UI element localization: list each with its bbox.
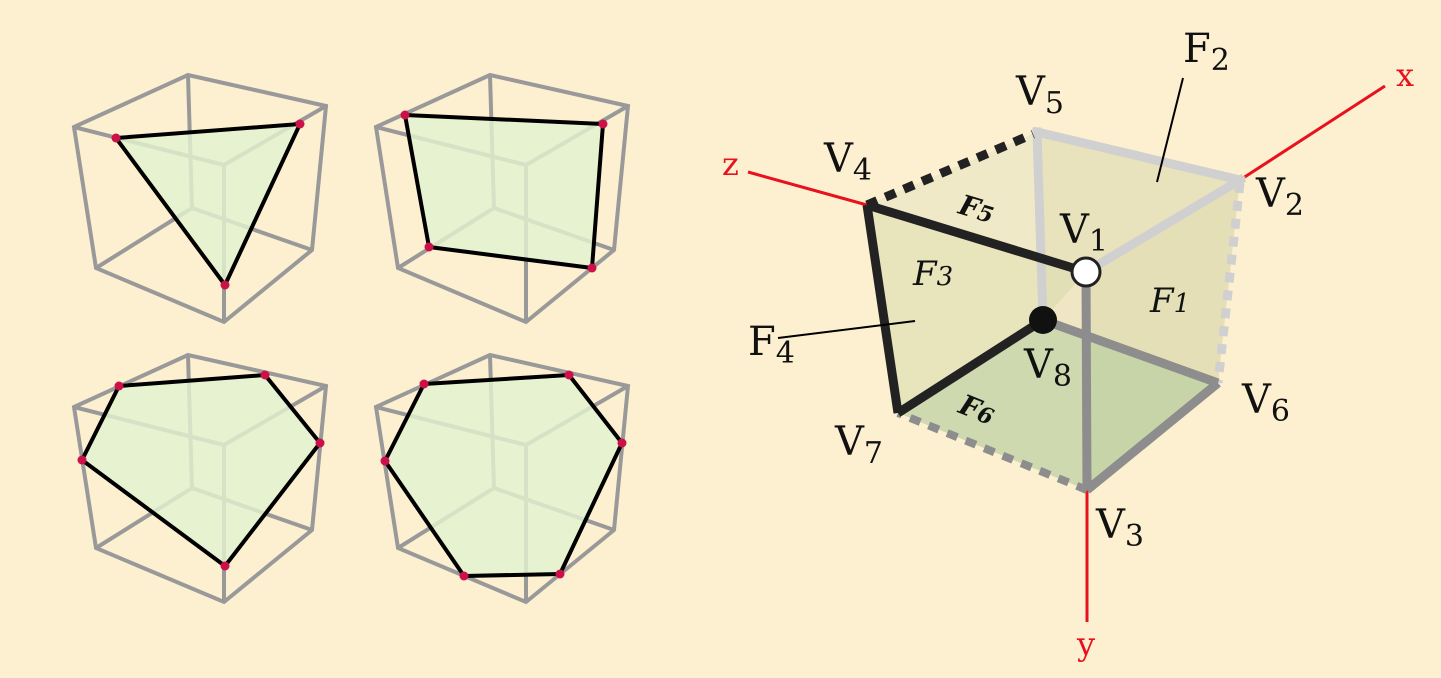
y-axis-label: y: [1076, 625, 1095, 663]
cube-triangle-section: [71, 72, 329, 325]
section-point: [400, 110, 410, 120]
vertex-label-v4: V4: [823, 136, 872, 188]
pentagon-section: [80, 373, 322, 568]
vertex-label-v6: V6: [1241, 377, 1290, 429]
vertex-label-v3: V3: [1095, 502, 1144, 554]
section-point: [295, 119, 305, 129]
section-point: [380, 456, 390, 466]
vertex-v1-marker: [1070, 256, 1102, 288]
x-axis-label: x: [1396, 56, 1414, 94]
face-label-f1: F1: [1149, 281, 1190, 321]
cube-pentagon-section: [71, 352, 329, 605]
section-point: [114, 381, 124, 391]
face-label-f4: F4: [748, 319, 795, 371]
section-point: [424, 242, 434, 252]
quadrilateral-section: [403, 113, 605, 270]
face-label-f3: F3: [912, 254, 953, 294]
section-point: [598, 119, 608, 129]
section-point: [111, 133, 121, 143]
vertex-v8-marker: [1029, 306, 1057, 334]
section-point: [315, 438, 325, 448]
section-point: [419, 379, 429, 389]
z-axis-label: z: [722, 145, 739, 183]
vertex-label-v5: V5: [1015, 69, 1064, 121]
section-point: [77, 455, 87, 465]
vertex-label-v7: V7: [834, 419, 883, 471]
section-point: [555, 569, 565, 579]
section-point: [564, 370, 574, 380]
face-label-f2: F2: [1183, 26, 1230, 78]
cube-quadrilateral-section: [373, 72, 631, 325]
section-point: [459, 571, 469, 581]
hexagon-section: [383, 373, 624, 578]
section-point: [617, 438, 627, 448]
section-point: [587, 263, 597, 273]
vertex-label-v1: V1: [1059, 207, 1108, 259]
cube-hexagon-section: [373, 352, 631, 605]
section-point: [260, 370, 270, 380]
vertex-label-v2: V2: [1255, 171, 1304, 223]
section-point: [220, 561, 230, 571]
vertex-label-v8: V8: [1023, 342, 1072, 394]
triangle-section: [114, 122, 302, 287]
x-axis-line: [1239, 84, 1386, 182]
labelled-cube-diagram: x z y V1 V2 V3 V4 V5 V6 V7 V8 F1: [722, 26, 1414, 663]
z-axis-line: [747, 170, 868, 207]
section-point: [220, 280, 230, 290]
